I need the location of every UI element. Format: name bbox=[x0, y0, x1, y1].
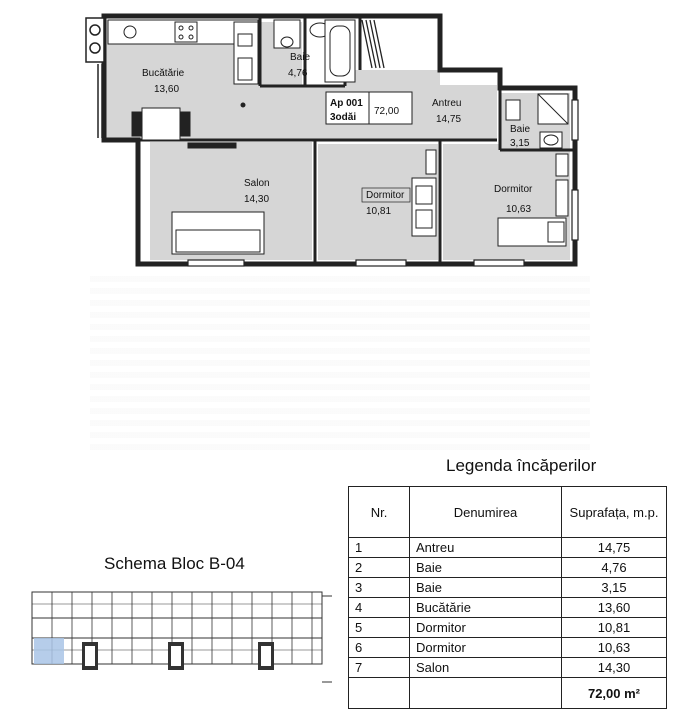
room-area: 3,15 bbox=[510, 138, 530, 149]
highlighted-apartment bbox=[34, 638, 64, 664]
room-area: 4,76 bbox=[288, 68, 308, 79]
total-empty bbox=[348, 677, 410, 709]
legend-title: Legenda încăperilor bbox=[446, 456, 597, 475]
room-name: Baie bbox=[510, 124, 530, 135]
building-schema bbox=[31, 591, 332, 683]
table-row: 1 Antreu 14,75 bbox=[348, 537, 667, 558]
row-nr: 6 bbox=[348, 637, 410, 658]
row-area: 14,30 bbox=[561, 657, 667, 678]
room-name: Bucătărie bbox=[142, 68, 185, 79]
row-name: Baie bbox=[409, 577, 562, 598]
room-area: 13,60 bbox=[154, 84, 179, 95]
room-labels: Bucătărie 13,60 Baie 4,76 Antreu 14,75 B… bbox=[142, 52, 533, 217]
room-area: 14,30 bbox=[244, 194, 269, 205]
row-area: 10,63 bbox=[561, 637, 667, 658]
room-name: Dormitor bbox=[494, 184, 533, 195]
room-name: Baie bbox=[290, 52, 310, 63]
row-nr: 1 bbox=[348, 537, 410, 558]
legend-total: 72,00 m² bbox=[561, 677, 667, 709]
row-area: 13,60 bbox=[561, 597, 667, 618]
table-row: 4 Bucătărie 13,60 bbox=[348, 597, 667, 618]
row-nr: 2 bbox=[348, 557, 410, 578]
row-name: Bucătărie bbox=[409, 597, 562, 618]
row-area: 10,81 bbox=[561, 617, 667, 638]
legend-table: Nr. Denumirea Suprafața, m.p. 1 Antreu 1… bbox=[348, 486, 667, 709]
room-area: 10,81 bbox=[366, 206, 391, 217]
apartment-rooms: 3odăi bbox=[330, 112, 356, 123]
row-area: 3,15 bbox=[561, 577, 667, 598]
apartment-id: Ap 001 bbox=[330, 98, 363, 109]
schema-title: Schema Bloc B-04 bbox=[104, 554, 245, 573]
table-row: 2 Baie 4,76 bbox=[348, 557, 667, 578]
table-row: 6 Dormitor 10,63 bbox=[348, 637, 667, 658]
row-name: Dormitor bbox=[409, 637, 562, 658]
legend-header-row: Nr. Denumirea Suprafața, m.p. bbox=[348, 486, 667, 538]
room-name: Antreu bbox=[432, 98, 461, 109]
legend-total-row: 72,00 m² bbox=[348, 677, 667, 709]
row-nr: 5 bbox=[348, 617, 410, 638]
row-nr: 7 bbox=[348, 657, 410, 678]
row-name: Dormitor bbox=[409, 617, 562, 638]
legend-header-nr: Nr. bbox=[348, 486, 410, 538]
table-row: 3 Baie 3,15 bbox=[348, 577, 667, 598]
total-empty bbox=[409, 677, 562, 709]
row-area: 14,75 bbox=[561, 537, 667, 558]
table-row: 7 Salon 14,30 bbox=[348, 657, 667, 678]
legend-header-area: Suprafața, m.p. bbox=[561, 486, 667, 538]
row-area: 4,76 bbox=[561, 557, 667, 578]
row-nr: 4 bbox=[348, 597, 410, 618]
row-name: Salon bbox=[409, 657, 562, 678]
legend-header-name: Denumirea bbox=[409, 486, 562, 538]
floor-plan: Ap 001 3odăi 72,00 Bucătărie 13,60 Baie … bbox=[85, 13, 579, 267]
row-name: Antreu bbox=[409, 537, 562, 558]
apartment-area: 72,00 bbox=[374, 106, 399, 117]
row-name: Baie bbox=[409, 557, 562, 578]
table-row: 5 Dormitor 10,81 bbox=[348, 617, 667, 638]
watermark bbox=[90, 270, 590, 450]
row-nr: 3 bbox=[348, 577, 410, 598]
room-name: Dormitor bbox=[366, 190, 405, 201]
room-area: 14,75 bbox=[436, 114, 461, 125]
room-name: Salon bbox=[244, 178, 270, 189]
room-area: 10,63 bbox=[506, 204, 531, 215]
